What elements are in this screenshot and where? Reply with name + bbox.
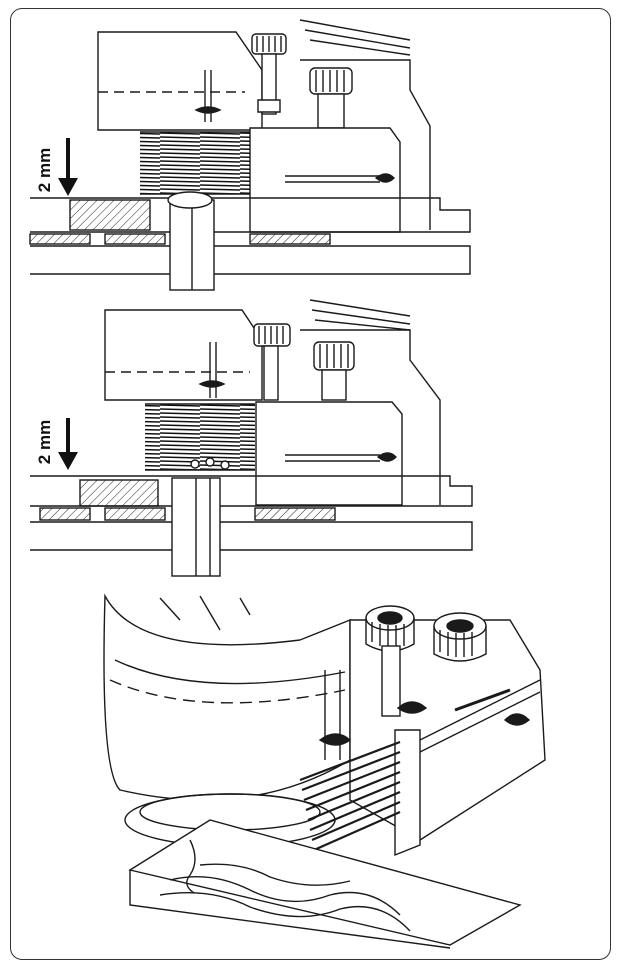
router-perspective-view xyxy=(103,593,546,949)
router-diagram-1 xyxy=(29,19,471,291)
depth-label-1: 2 mm xyxy=(35,148,54,192)
router-diagram-2 xyxy=(30,299,473,577)
depth-label-2: 2 mm xyxy=(35,420,54,464)
figure-frame xyxy=(10,8,611,960)
depth-arrow-1: 2 mm xyxy=(35,138,78,196)
depth-arrow-2: 2 mm xyxy=(35,418,78,470)
